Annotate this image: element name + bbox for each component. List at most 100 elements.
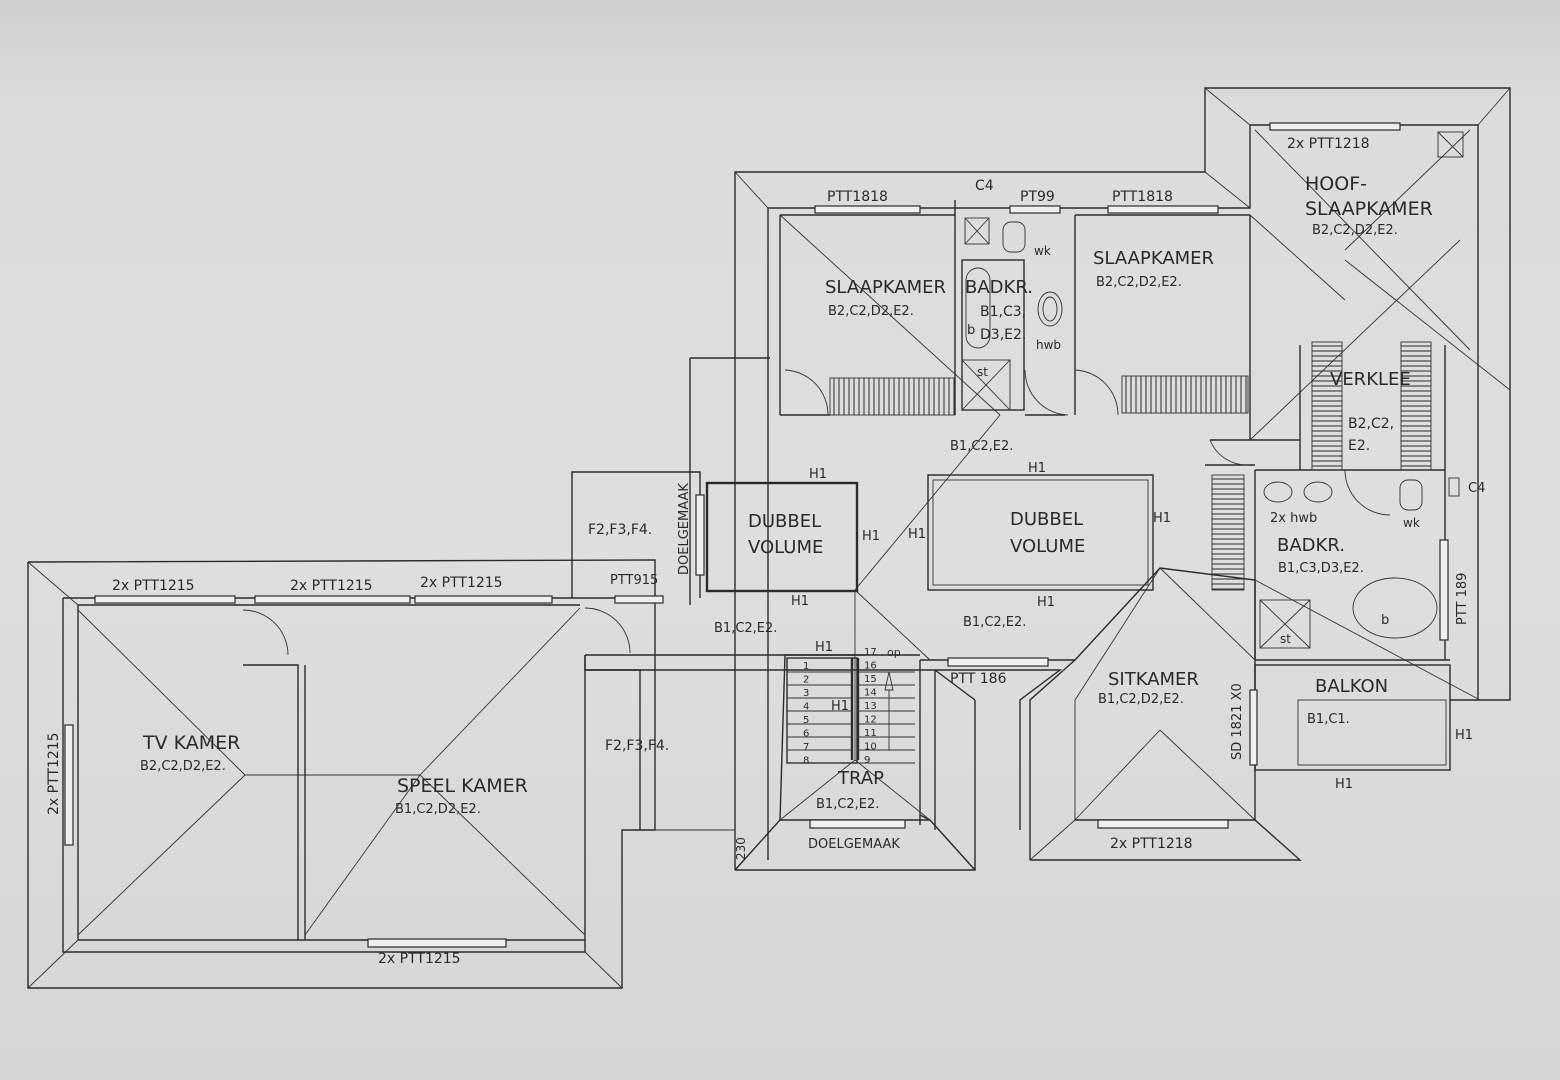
- fixture-label: wk: [1034, 244, 1051, 258]
- radiator: [1211, 474, 1245, 591]
- room-name: VERKLEE: [1330, 369, 1411, 390]
- window-label: PTT1818: [1112, 189, 1173, 205]
- room-name: BADKR.: [1277, 535, 1345, 556]
- step-number: 15: [864, 674, 877, 685]
- step-number: 4: [803, 702, 809, 713]
- radiator: [829, 377, 956, 416]
- room-codes: B1,C1.: [1307, 712, 1350, 727]
- window-label: PTT 186: [950, 671, 1007, 687]
- step-number: 17: [864, 647, 877, 658]
- h1-label: H1: [1335, 777, 1353, 792]
- room-name: SLAAPKAMER: [825, 277, 946, 298]
- room-name: DUBBEL: [748, 511, 821, 532]
- room-codes: B1,C2,E2.: [816, 797, 879, 812]
- window-label: 2x PTT1215: [420, 575, 503, 591]
- fixtures: [961, 131, 1464, 649]
- fixture-label: hwb: [1036, 338, 1061, 352]
- window-label: SD 1821 X0: [1230, 683, 1245, 760]
- room-name: SPEEL KAMER: [397, 775, 528, 797]
- step-number: 1: [803, 661, 809, 672]
- h1-label: H1: [815, 640, 833, 655]
- fixture-label: 2x hwb: [1270, 511, 1317, 526]
- window-label: 2x PTT1215: [112, 578, 195, 594]
- h1-label: H1: [831, 699, 849, 714]
- h1-label: H1: [1037, 595, 1055, 610]
- room-codes: F2,F3,F4.: [588, 522, 652, 538]
- fixture-label: st: [977, 365, 988, 379]
- room-name: VOLUME: [748, 537, 823, 558]
- room-name: DUBBEL: [1010, 509, 1083, 530]
- step-number: 8: [803, 756, 809, 767]
- h1-label: H1: [908, 527, 926, 542]
- staircase: [786, 657, 915, 764]
- window-label: C4: [975, 178, 994, 194]
- room-name: BADKR.: [965, 277, 1033, 298]
- step-number: 12: [864, 715, 877, 726]
- step-number: 11: [864, 728, 877, 739]
- room-name: SITKAMER: [1108, 669, 1199, 690]
- step-number: 10: [864, 742, 877, 753]
- door-label: DOELGEMAAK: [677, 483, 692, 575]
- window-label: PTT915: [610, 573, 658, 588]
- window-label: C4: [1468, 481, 1485, 496]
- step-number: 14: [864, 688, 877, 699]
- room-codes: B1,C2,E2.: [714, 621, 777, 636]
- room-codes: B2,C2,D2,E2.: [1312, 223, 1398, 238]
- step-number: 6: [803, 729, 809, 740]
- fixture-label: wk: [1403, 516, 1420, 530]
- room-codes: B1,C2,E2.: [963, 615, 1026, 630]
- windows: [64, 122, 1449, 948]
- window-label: PTT 189: [1455, 573, 1470, 625]
- room-name: SLAAPKAMER: [1093, 248, 1214, 269]
- room-name: TV KAMER: [142, 732, 240, 754]
- h1-label: H1: [1153, 511, 1171, 526]
- room-codes: B2,C2,D2,E2.: [1096, 275, 1182, 290]
- step-number: 5: [803, 715, 809, 726]
- step-number: 9: [864, 755, 870, 766]
- h1-label: H1: [791, 594, 809, 609]
- dimension-label: 230: [734, 837, 748, 860]
- room-codes: B2,C2,D2,E2.: [828, 304, 914, 319]
- fixture-label: st: [1280, 632, 1291, 646]
- main-block-walls: [585, 87, 1511, 871]
- step-number: 3: [803, 688, 809, 699]
- room-codes: B2,C2,: [1348, 416, 1394, 432]
- window-label: 2x PTT1215: [378, 951, 461, 967]
- radiator: [1121, 375, 1249, 414]
- room-codes: B1,C2,E2.: [950, 439, 1013, 454]
- room-name: VOLUME: [1010, 536, 1085, 557]
- window-label: 2x PTT1215: [290, 578, 373, 594]
- fixture-label: b: [1381, 613, 1389, 628]
- room-name: TRAP: [837, 768, 884, 789]
- stair-direction: op: [887, 646, 901, 659]
- room-codes: D3,E2.: [980, 327, 1026, 343]
- step-number: 16: [864, 661, 877, 672]
- h1-label: H1: [1028, 461, 1046, 476]
- room-codes: B1,C2,D2,E2.: [1098, 692, 1184, 707]
- room-codes: B1,C3,: [980, 304, 1026, 320]
- room-codes: B2,C2,D2,E2.: [140, 759, 226, 774]
- h1-label: H1: [809, 467, 827, 482]
- step-number: 2: [803, 675, 809, 686]
- room-codes: B1,C2,D2,E2.: [395, 802, 481, 817]
- window-label: PTT1818: [827, 189, 888, 205]
- h1-label: H1: [862, 529, 880, 544]
- room-codes: F2,F3,F4.: [605, 738, 669, 754]
- room-codes: B1,C3,D3,E2.: [1278, 561, 1364, 576]
- window-label: PT99: [1020, 189, 1055, 205]
- step-number: 7: [803, 742, 809, 753]
- door-label: DOELGEMAAK: [808, 837, 900, 852]
- fixture-label: b: [967, 323, 975, 338]
- room-codes: E2.: [1348, 438, 1370, 454]
- room-name: BALKON: [1315, 676, 1388, 697]
- window-label: 2x PTT1215: [46, 732, 62, 815]
- h1-label: H1: [1455, 728, 1473, 743]
- room-name: HOOF-: [1305, 173, 1367, 195]
- radiators: [829, 341, 1432, 591]
- room-labels: PTT1818 C4 PT99 PTT1818 2x PTT1218 HOOF-…: [46, 136, 1485, 967]
- window-label: 2x PTT1218: [1110, 836, 1193, 852]
- window-label: 2x PTT1218: [1287, 136, 1370, 152]
